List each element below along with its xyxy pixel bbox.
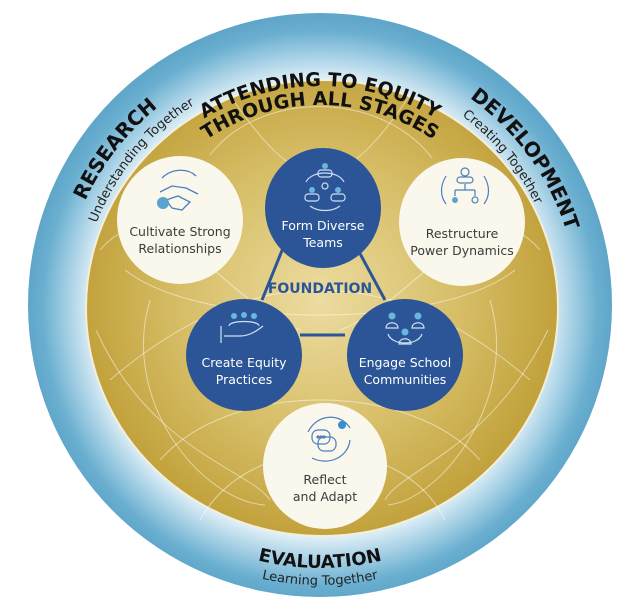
stage-evaluation-subtitle: Learning Together bbox=[261, 568, 380, 589]
node-create-equity-practices: Create Equity Practices bbox=[186, 299, 302, 411]
chat-cycle-icon bbox=[307, 416, 351, 462]
node-cultivate-line1: Cultivate Strong bbox=[129, 224, 230, 239]
handshake-icon bbox=[157, 169, 199, 211]
node-form-line2: Teams bbox=[302, 235, 343, 250]
node-cultivate-line2: Relationships bbox=[138, 241, 221, 256]
node-reflect-adapt: Reflect and Adapt bbox=[263, 403, 387, 529]
foundation-label: FOUNDATION bbox=[268, 281, 372, 297]
node-restructure-line2: Power Dynamics bbox=[410, 243, 513, 258]
node-restructure-line1: Restructure bbox=[426, 226, 499, 241]
community-icon bbox=[385, 312, 425, 345]
node-form-diverse-teams: Form Diverse Teams bbox=[265, 148, 381, 268]
node-restructure: Restructure Power Dynamics bbox=[399, 158, 525, 286]
node-reflect-line2: and Adapt bbox=[293, 489, 357, 504]
node-engage-school-communities: Engage School Communities bbox=[347, 299, 463, 411]
node-form-line1: Form Diverse bbox=[282, 218, 365, 233]
node-engage-line2: Communities bbox=[364, 372, 447, 387]
node-engage-line1: Engage School bbox=[359, 355, 452, 370]
foundation-triangle bbox=[260, 247, 387, 337]
node-create-line1: Create Equity bbox=[201, 355, 287, 370]
node-reflect-line1: Reflect bbox=[303, 472, 346, 487]
team-idea-icon bbox=[304, 163, 346, 212]
node-create-line2: Practices bbox=[216, 372, 272, 387]
node-cultivate: Cultivate Strong Relationships bbox=[117, 156, 243, 284]
hand-people-icon bbox=[220, 312, 264, 343]
org-chart-icon bbox=[440, 167, 490, 205]
